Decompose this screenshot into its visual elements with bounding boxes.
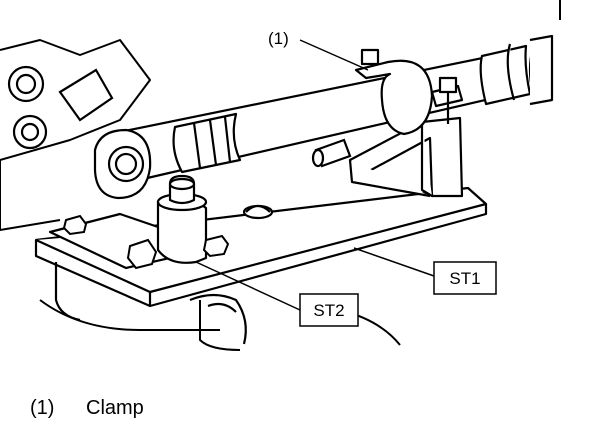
locating-pin — [311, 138, 352, 168]
leader-st1 — [353, 247, 435, 277]
lower-bracket-st2 — [156, 174, 208, 264]
tie-rod-end-left — [7, 65, 114, 150]
leader-st2 — [195, 261, 301, 311]
bolts — [62, 214, 230, 270]
bolt-right — [202, 234, 230, 258]
legend-label: Clamp — [86, 397, 144, 419]
clamp — [354, 48, 464, 136]
right-support-bracket — [348, 116, 464, 198]
callout-st2-label: ST2 — [313, 301, 344, 320]
mounting-plate-st1 — [34, 186, 488, 308]
rack-end-eye — [93, 128, 152, 200]
leader-lines — [195, 39, 435, 311]
vehicle-frame-outline — [0, 0, 561, 351]
callout-st1-label: ST1 — [449, 269, 480, 288]
leader-clamp — [299, 39, 369, 71]
callout-st2: ST2 — [299, 293, 359, 327]
bolt-left — [62, 214, 88, 236]
legend-number: (1) — [30, 397, 54, 419]
bolt-front — [126, 238, 158, 270]
callout-clamp-ref: (1) — [268, 29, 289, 48]
legend: (1) Clamp — [30, 397, 144, 419]
lower-housing — [54, 262, 247, 345]
callout-st1: ST1 — [433, 261, 497, 295]
